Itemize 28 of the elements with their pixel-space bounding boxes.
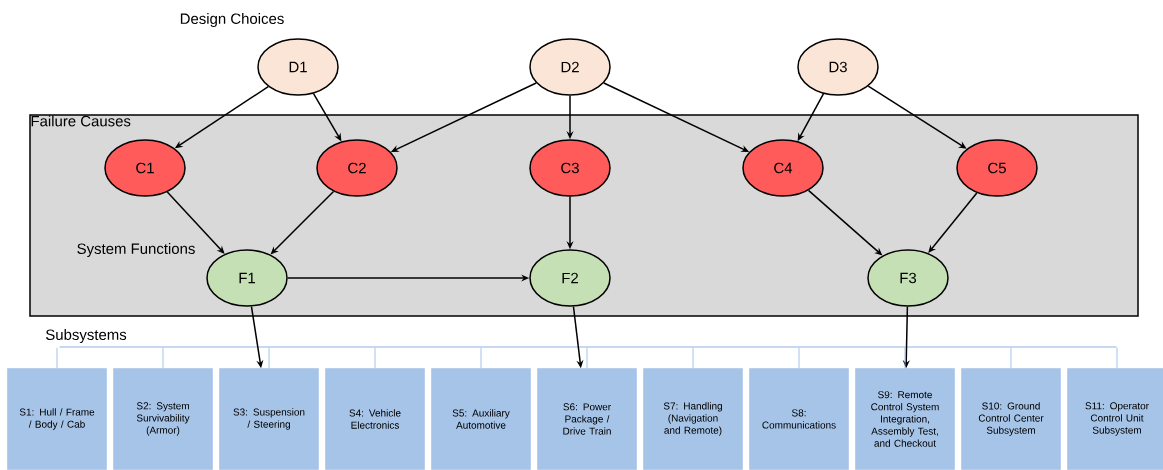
connector-line <box>586 347 588 369</box>
connector-line <box>268 347 270 369</box>
subsystem-box: S10: Ground Control Center Subsystem <box>961 368 1061 470</box>
subsystem-box: S1: Hull / Frame / Body / Cab <box>7 368 107 470</box>
subsystem-box: S9: Remote Control System Integration, Assembly Test, and Checkout <box>855 368 955 470</box>
connector-line <box>692 347 694 369</box>
connector-line <box>904 347 906 369</box>
subsystem-box: S11: Operator Control Unit Subsystem <box>1067 368 1163 470</box>
subsystem-box: S7: Handling (Navigation and Remote) <box>643 368 743 470</box>
subsystem-box: S8: Communications <box>749 368 849 470</box>
connector-line <box>1116 347 1118 369</box>
arrow <box>166 191 225 254</box>
connector-line <box>374 347 376 369</box>
section-heading: Design Choices <box>180 13 284 27</box>
subsystem-box: S5: Auxiliary Automotive <box>431 368 531 470</box>
section-heading: Subsystems <box>46 329 127 343</box>
subsystem-box: S2: System Survivability (Armor) <box>113 368 213 470</box>
subsystem-box: S4: Vehicle Electronics <box>325 368 425 470</box>
connector-bus <box>59 346 1117 348</box>
section-heading: System Functions <box>77 243 195 257</box>
subsystem-box: S3: Suspension / Steering <box>219 368 319 470</box>
connector-line <box>480 347 482 369</box>
connector-line <box>162 347 164 369</box>
connector-line <box>56 347 58 369</box>
connector-line <box>798 347 800 369</box>
connector-line <box>1010 347 1012 369</box>
arrow <box>928 192 978 253</box>
subsystem-box: S6: Power Package / Drive Train <box>537 368 637 470</box>
